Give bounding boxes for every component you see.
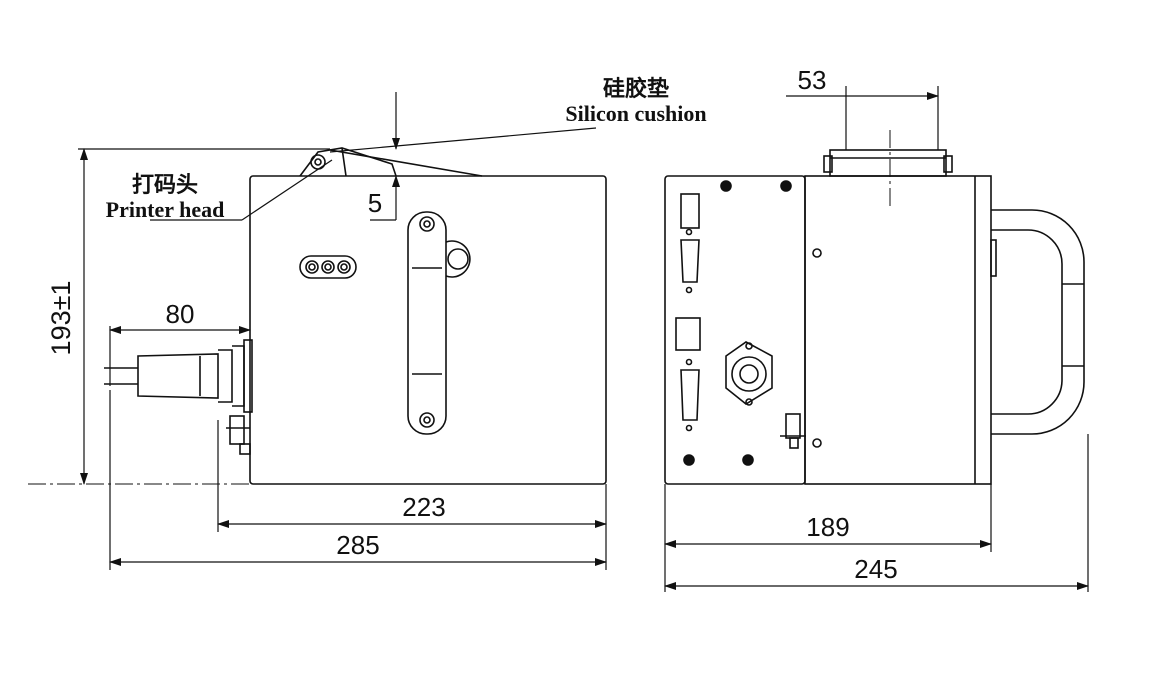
dim-side-total: 245 xyxy=(854,554,897,584)
silicon-cushion-en-label: Silicon cushion xyxy=(565,101,706,126)
side-panel xyxy=(664,175,806,485)
front-body xyxy=(249,175,607,485)
front-handle xyxy=(407,211,447,435)
cable-connector xyxy=(137,353,219,399)
centerlines xyxy=(28,130,891,485)
top-module xyxy=(829,149,947,177)
dim-body-width: 223 xyxy=(402,492,445,522)
side-view xyxy=(664,149,1085,485)
dimension-lines xyxy=(78,86,1089,592)
round-connector xyxy=(725,341,773,405)
indicator-panel xyxy=(299,255,357,279)
dim-side-top: 53 xyxy=(798,65,827,95)
dim-side-body: 189 xyxy=(806,512,849,542)
printer-head-cn-label: 打码头 xyxy=(132,172,198,197)
dim-total-width: 285 xyxy=(336,530,379,560)
side-body xyxy=(804,175,992,485)
dim-height: 193±1 xyxy=(46,281,76,356)
printer-head-en-label: Printer head xyxy=(106,197,225,222)
front-view xyxy=(104,147,607,485)
dim-cushion-gap: 5 xyxy=(368,188,382,218)
rear-handle xyxy=(991,209,1085,435)
silicon-cushion-cn-label: 硅胶垫 xyxy=(603,76,669,101)
dim-cable-length: 80 xyxy=(166,299,195,329)
